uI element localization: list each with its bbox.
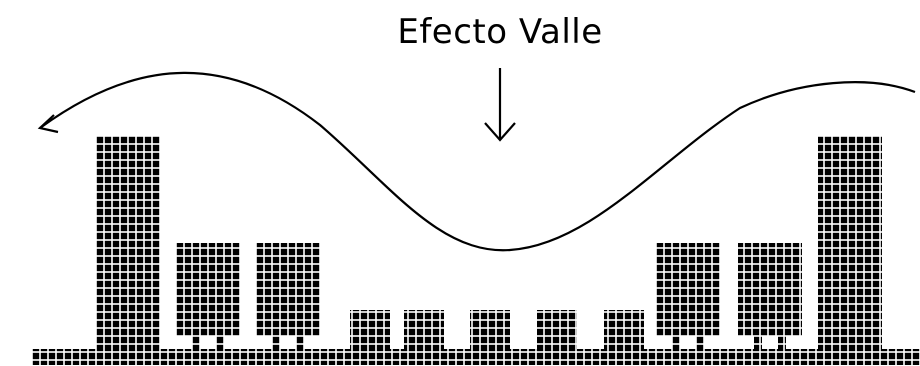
- medium-block-leg: [272, 336, 280, 349]
- medium-block: [176, 243, 240, 336]
- diagram-title: Efecto Valle: [397, 12, 603, 52]
- medium-block-leg: [672, 336, 680, 349]
- medium-block-leg: [216, 336, 224, 349]
- medium-block-leg: [192, 336, 200, 349]
- ground-strip: [32, 349, 920, 365]
- medium-block-leg: [754, 336, 762, 349]
- small-block: [350, 310, 390, 349]
- small-block: [404, 310, 444, 349]
- down-arrow-icon: [484, 68, 516, 142]
- wave-arrowhead-icon: [37, 114, 59, 134]
- small-block: [604, 310, 644, 349]
- medium-block: [738, 243, 802, 336]
- medium-block-leg: [696, 336, 704, 349]
- small-block: [537, 310, 577, 349]
- small-block: [470, 310, 510, 349]
- medium-block-leg: [778, 336, 786, 349]
- tall-tower-left: [96, 136, 160, 349]
- medium-block-leg: [296, 336, 304, 349]
- building-blocks: [32, 136, 920, 365]
- wave-curve: [39, 71, 916, 252]
- medium-block: [256, 243, 320, 336]
- tall-tower-right: [818, 136, 882, 349]
- medium-block: [656, 243, 720, 336]
